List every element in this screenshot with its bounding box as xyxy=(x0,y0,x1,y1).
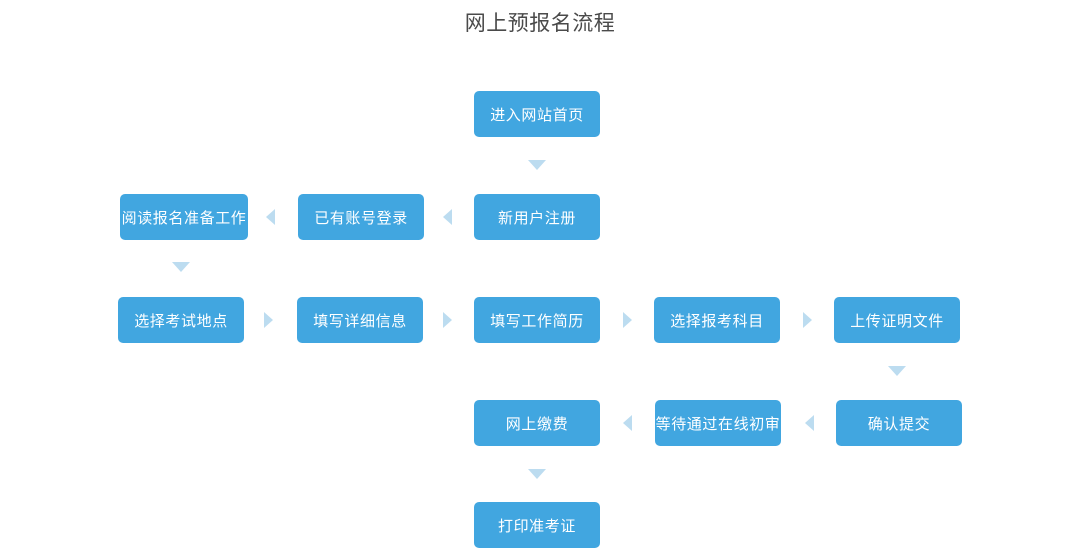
flow-node-choose-exam-site[interactable]: 选择考试地点 xyxy=(118,297,244,343)
flow-node-existing-login[interactable]: 已有账号登录 xyxy=(298,194,424,240)
flow-node-label: 打印准考证 xyxy=(497,517,576,535)
flow-node-label: 新用户注册 xyxy=(497,209,576,227)
flow-node-fill-details[interactable]: 填写详细信息 xyxy=(297,297,423,343)
arrow-down-icon xyxy=(888,366,906,376)
flow-node-fill-resume[interactable]: 填写工作简历 xyxy=(474,297,600,343)
arrow-down-icon xyxy=(528,160,546,170)
flow-node-print-ticket[interactable]: 打印准考证 xyxy=(474,502,600,548)
flow-node-label: 确认提交 xyxy=(867,415,931,433)
arrow-right-icon xyxy=(803,312,812,328)
arrow-down-icon xyxy=(172,262,190,272)
arrow-right-icon xyxy=(623,312,632,328)
flow-node-new-register[interactable]: 新用户注册 xyxy=(474,194,600,240)
flow-node-label: 网上缴费 xyxy=(505,415,569,433)
flow-node-read-prep[interactable]: 阅读报名准备工作 xyxy=(120,194,248,240)
flow-node-label: 进入网站首页 xyxy=(490,106,584,124)
arrow-left-icon xyxy=(805,415,814,431)
arrow-right-icon xyxy=(264,312,273,328)
flow-node-enter-site[interactable]: 进入网站首页 xyxy=(474,91,600,137)
arrow-left-icon xyxy=(623,415,632,431)
flow-node-label: 阅读报名准备工作 xyxy=(121,209,247,227)
arrow-down-icon xyxy=(528,469,546,479)
flow-node-wait-review[interactable]: 等待通过在线初审 xyxy=(655,400,781,446)
flow-node-label: 填写详细信息 xyxy=(313,312,407,330)
flow-node-label: 选择报考科目 xyxy=(670,312,764,330)
arrow-right-icon xyxy=(443,312,452,328)
flow-node-label: 选择考试地点 xyxy=(134,312,228,330)
flow-node-label: 已有账号登录 xyxy=(314,209,408,227)
arrow-left-icon xyxy=(443,209,452,225)
flow-node-label: 等待通过在线初审 xyxy=(655,415,781,433)
flow-node-online-payment[interactable]: 网上缴费 xyxy=(474,400,600,446)
flow-node-label: 上传证明文件 xyxy=(850,312,944,330)
arrow-left-icon xyxy=(266,209,275,225)
flow-node-confirm-submit[interactable]: 确认提交 xyxy=(836,400,962,446)
flow-node-upload-documents[interactable]: 上传证明文件 xyxy=(834,297,960,343)
flow-node-choose-subject[interactable]: 选择报考科目 xyxy=(654,297,780,343)
flow-node-label: 填写工作简历 xyxy=(490,312,584,330)
page-title: 网上预报名流程 xyxy=(464,12,616,35)
